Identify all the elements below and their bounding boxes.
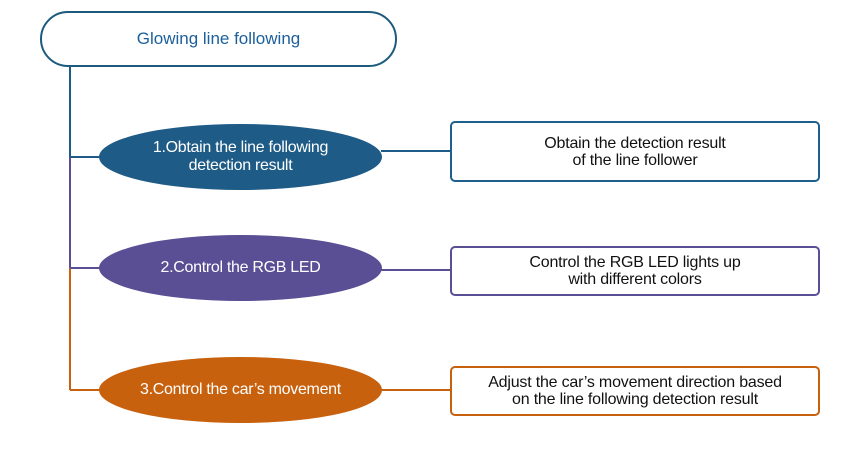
step-3-desc-line1: Adjust the car’s movement direction base… [488, 374, 782, 391]
step-3-node: 3.Control the car’s movement [99, 357, 382, 423]
step-1-label-line2: detection result [188, 157, 293, 174]
step-2-description: Control the RGB LED lights up with diffe… [450, 246, 820, 296]
step-3-label: 3.Control the car’s movement [140, 381, 341, 398]
step-3-desc-line2: on the line following detection result [512, 391, 758, 408]
step-2-node: 2.Control the RGB LED [99, 235, 382, 301]
step-2-desc-line2: with different colors [568, 271, 702, 288]
step-3-description: Adjust the car’s movement direction base… [450, 366, 820, 416]
step-2-desc-line1: Control the RGB LED lights up [529, 254, 741, 271]
step-1-node: 1.Obtain the line following detection re… [99, 124, 382, 190]
step-1-label-line1: 1.Obtain the line following [152, 139, 329, 156]
step-1-description: Obtain the detection result of the line … [450, 121, 820, 182]
step-1-desc-line1: Obtain the detection result [544, 134, 726, 152]
step-1-desc-line2: of the line follower [572, 151, 698, 169]
root-node: Glowing line following [40, 11, 397, 67]
root-title: Glowing line following [136, 29, 301, 48]
step-2-label: 2.Control the RGB LED [160, 259, 321, 276]
